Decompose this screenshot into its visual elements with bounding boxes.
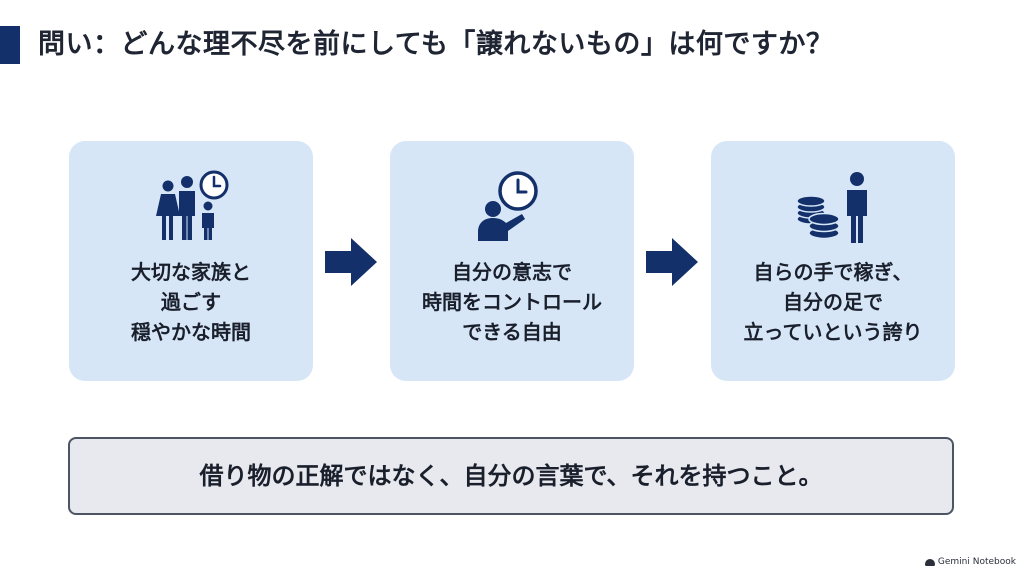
card-line: できる自由 [462,320,562,344]
card-line: 時間をコントロール [422,290,602,314]
arrow-right-icon [646,238,698,286]
value-card-self-reliance: 自らの手で稼ぎ、 自分の足で 立っていという誇り [711,141,955,381]
watermark-label: Gemini Notebook [937,557,1016,567]
conclusion-box: 借り物の正解ではなく、自分の言葉で、それを持つこと。 [68,437,954,515]
card-text: 自らの手で稼ぎ、 自分の足で 立っていという誇り [711,257,955,347]
card-line: 大切な家族と [131,260,251,284]
watermark: Gemini Notebook [924,557,1016,567]
card-line: 穏やかな時間 [131,320,251,344]
card-line: 過ごす [160,290,222,314]
value-card-time-freedom: 自分の意志で 時間をコントロール できる自由 [390,141,634,381]
card-line: 自分の意志で [452,260,572,284]
card-text: 自分の意志で 時間をコントロール できる自由 [390,257,634,347]
coins-and-person-icon [711,169,955,245]
notebook-logo-icon [924,558,935,566]
page-title: 問い：どんな理不尽を前にしても「譲れないもの」は何ですか？ [38,29,834,60]
title-accent-bar [0,26,20,64]
family-with-clock-icon [69,169,313,245]
card-line: 立っていという誇り [743,320,923,344]
card-text: 大切な家族と 過ごす 穏やかな時間 [69,257,313,347]
card-line: 自分の足で [783,290,883,314]
arrow-right-icon [325,238,377,286]
value-card-family-time: 大切な家族と 過ごす 穏やかな時間 [69,141,313,381]
person-with-clock-icon [390,169,634,245]
card-line: 自らの手で稼ぎ、 [753,260,913,284]
